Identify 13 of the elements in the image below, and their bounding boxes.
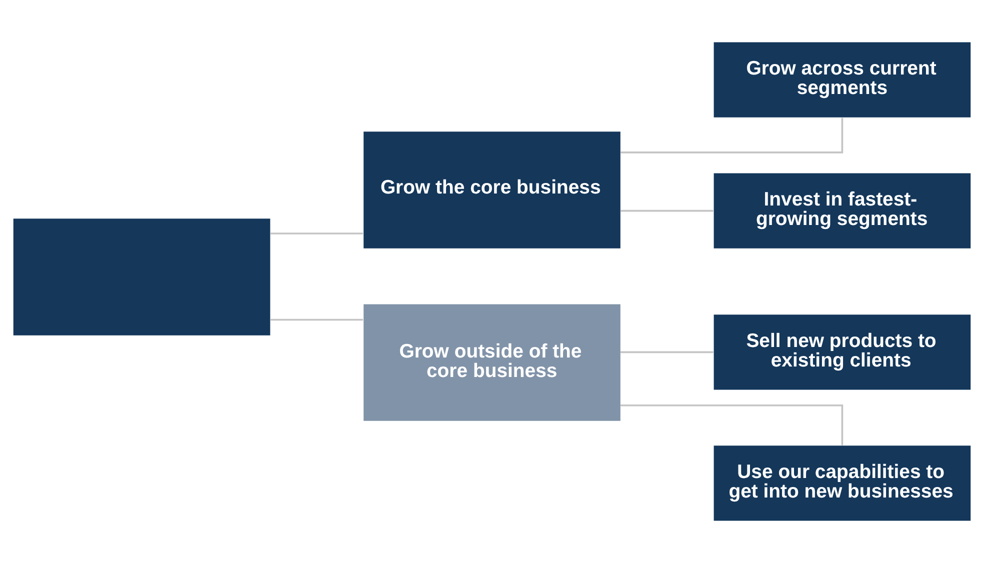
- node-box: Sell new products to existing clients: [714, 314, 971, 390]
- connector: [270, 318, 364, 320]
- node-box: Grow outside of the core business: [364, 304, 620, 420]
- node-box: Grow the core business: [364, 131, 620, 248]
- node-box: Use our capabilities to get into new businesses: [714, 445, 971, 520]
- connector: [620, 350, 714, 353]
- connector: [270, 232, 364, 234]
- connector: [620, 404, 844, 445]
- node-box: Grow across current segments: [714, 42, 971, 117]
- node-box: Invest in fastest-growing segments: [714, 172, 971, 248]
- connector: [620, 117, 844, 153]
- connector: [620, 209, 714, 212]
- node-box: [13, 218, 270, 335]
